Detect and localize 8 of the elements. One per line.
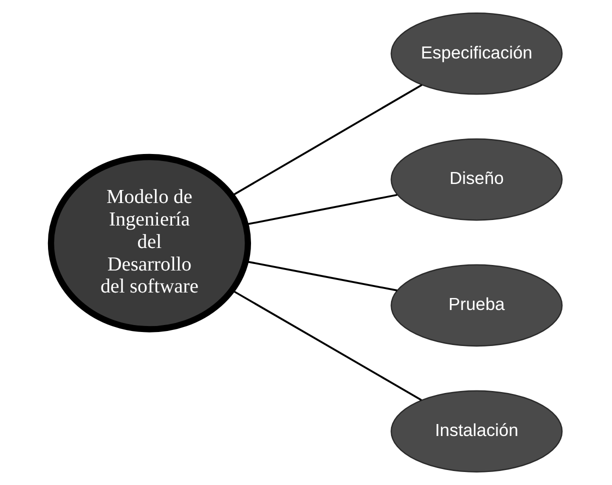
connector	[231, 84, 422, 196]
node-ellipse: Modelo de Ingeniería del Desarrollo del software	[47, 154, 251, 332]
node-ellipse: Instalación	[390, 390, 562, 472]
connector	[231, 290, 422, 401]
node-ellipse: Especificación	[390, 12, 562, 95]
node-ellipse: Diseño	[390, 138, 562, 221]
connector	[245, 194, 397, 226]
node-ellipse: Prueba	[390, 264, 562, 347]
